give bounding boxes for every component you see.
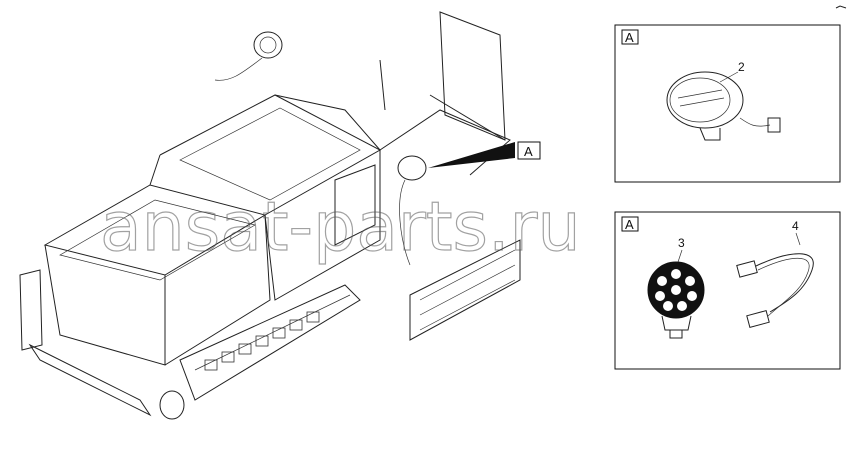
callout-2: 2 xyxy=(738,60,745,74)
paver-illustration xyxy=(19,11,521,420)
callout-4: 4 xyxy=(792,219,799,233)
callout-3: 3 xyxy=(678,236,685,250)
main-callout-box: A xyxy=(517,141,541,160)
detail-panel-bottom: A 3 4 xyxy=(614,211,841,370)
watermark-text: ansat-parts.ru xyxy=(100,188,581,267)
detail-top-label: A xyxy=(625,30,634,45)
detail-panel-top: A 2 xyxy=(614,24,841,183)
detail-bottom-label: A xyxy=(625,217,634,232)
main-callout-label: A xyxy=(524,144,533,159)
work-lamp-round xyxy=(647,261,705,339)
connector-cable xyxy=(736,253,814,328)
corner-mark xyxy=(835,5,847,9)
work-lamp-oval xyxy=(666,71,781,141)
